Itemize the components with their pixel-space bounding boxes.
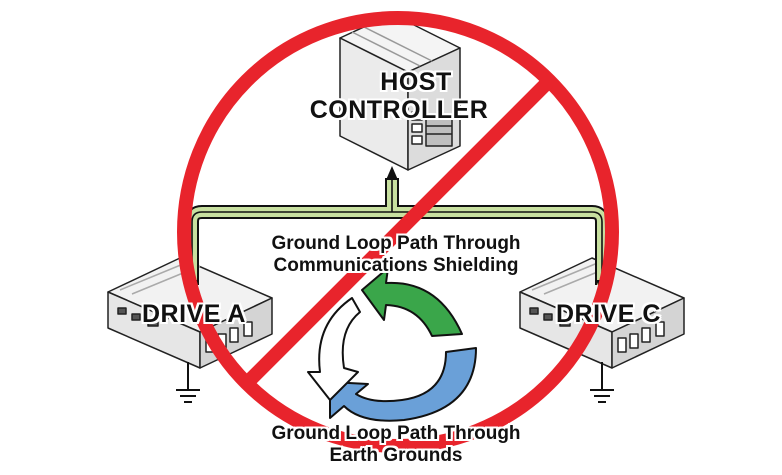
prohibition-sign-icon [177,11,619,453]
host-controller-label: HOST [366,70,466,95]
shield-caption-line2: Communications Shielding [273,255,519,276]
drive-a-label: DRIVE A [142,300,246,328]
drive-a-icon [107,257,273,369]
arrow-up-icon [386,166,398,180]
shield-path [185,166,609,294]
cycle-arrows-icon [307,267,477,422]
earth-path-caption: Ground Loop Path Through Earth Grounds [246,424,546,465]
shield-caption-line1: Ground Loop Path Through [271,233,521,254]
host-label-line2: CONTROLLER [309,96,489,124]
host-controller-icon [339,13,461,171]
host-label-line1: HOST [380,68,452,96]
shield-path-caption: Ground Loop Path Through Communications … [246,234,546,275]
drive-c-label: DRIVE C [556,300,661,328]
host-controller-label-line2: CONTROLLER [304,98,494,123]
ground-symbol-icon [590,362,614,403]
earth-caption-line2: Earth Grounds [329,445,463,466]
earth-caption-line1: Ground Loop Path Through [271,423,521,444]
ground-symbol-icon [176,362,200,403]
